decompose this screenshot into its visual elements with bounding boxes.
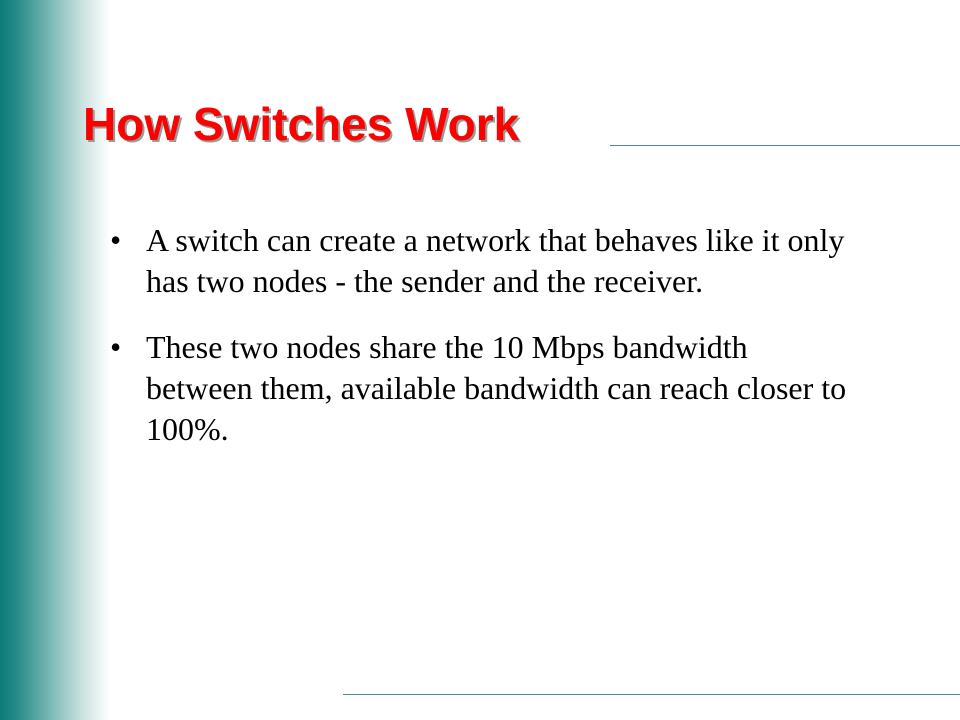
bullet-text: These two nodes share the 10 Mbps bandwi… bbox=[146, 329, 847, 447]
slide-title: How Switches Work bbox=[83, 98, 520, 150]
bullet-marker: • bbox=[110, 329, 122, 365]
left-gradient-band bbox=[0, 0, 110, 720]
title-divider-line bbox=[610, 145, 960, 146]
bullet-marker: • bbox=[110, 222, 122, 258]
footer-divider-line bbox=[343, 694, 960, 695]
bullet-text: A switch can create a network that behav… bbox=[146, 222, 845, 299]
bullet-item: • These two nodes share the 10 Mbps band… bbox=[110, 327, 850, 450]
bullet-item: • A switch can create a network that beh… bbox=[110, 220, 850, 302]
bullet-list: • A switch can create a network that beh… bbox=[110, 220, 850, 475]
